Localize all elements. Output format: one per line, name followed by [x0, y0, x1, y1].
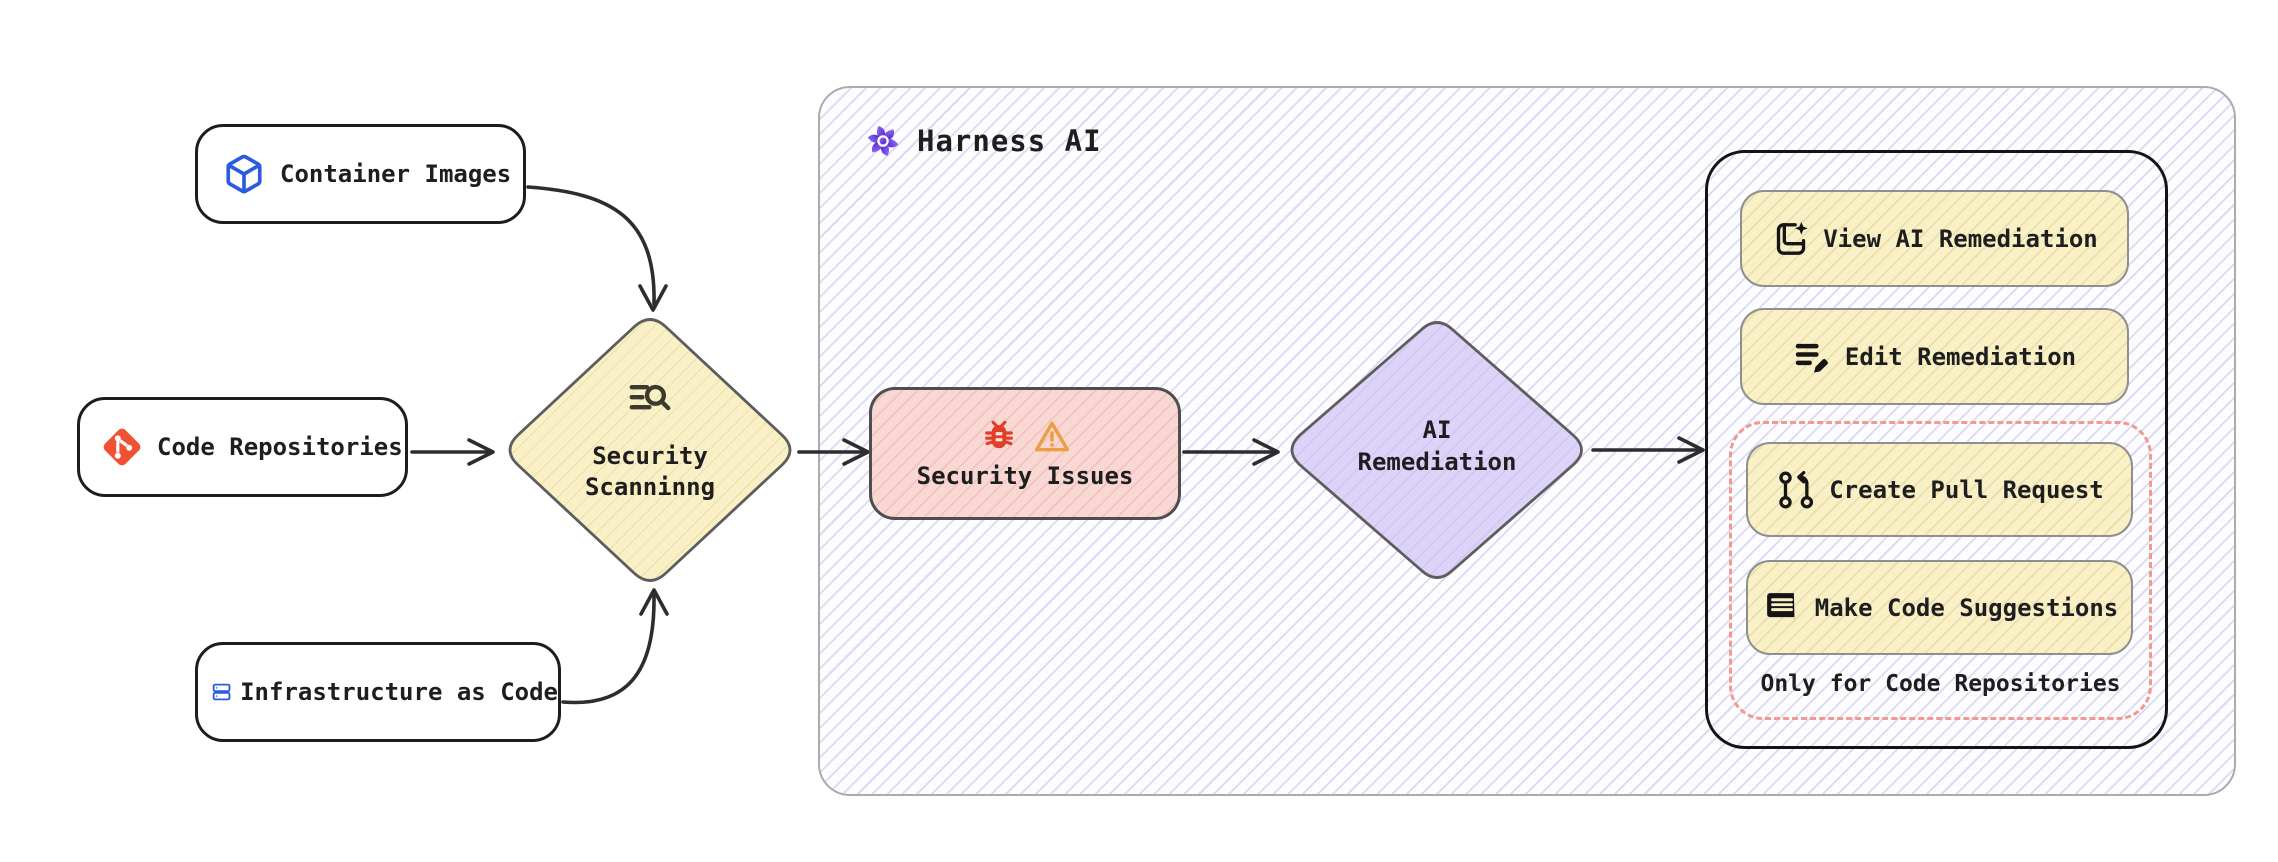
code-repo-only-zone: [1729, 421, 2152, 720]
server-icon: [212, 683, 231, 701]
security-scanning-label: Security Scanninng: [584, 442, 716, 501]
document-sparkle-icon: [1777, 221, 1808, 255]
ai-remediation-label: AI Remediation: [1357, 416, 1517, 476]
node-label: Container Images: [280, 160, 512, 188]
scan-search-icon: [626, 379, 674, 419]
pull-request-icon: [1779, 470, 1814, 508]
node-label: Security Issues: [916, 462, 1134, 490]
node-security-issues: Security Issues: [869, 387, 1181, 520]
cube-icon: [226, 154, 262, 194]
list-pencil-icon: [1795, 343, 1828, 373]
panel-title-label: Harness AI: [917, 124, 1102, 158]
node-label: Infrastructure as Code: [240, 678, 558, 706]
arrow-code-repositories-to-scanning: [410, 438, 495, 466]
warning-icon: [1034, 421, 1069, 452]
node-code-repositories: Code Repositories: [77, 397, 408, 497]
remediation-actions-panel: [1705, 150, 2168, 749]
arrow-infrastructure-to-scanning: [561, 588, 669, 705]
node-label: Code Repositories: [157, 433, 403, 461]
create-pull-request-button[interactable]: Create Pull Request: [1746, 442, 2133, 537]
bug-icon: [984, 420, 1013, 449]
git-icon: [103, 428, 141, 466]
security-issues-icons: [979, 417, 1072, 457]
arrow-container-images-to-scanning: [526, 185, 668, 312]
view-ai-remediation-button[interactable]: View AI Remediation: [1740, 190, 2129, 287]
harness-ai-logo-icon: [867, 126, 899, 156]
harness-ai-title: Harness AI: [860, 118, 1102, 164]
node-infrastructure-as-code: Infrastructure as Code: [195, 642, 561, 742]
node-container-images: Container Images: [195, 124, 526, 224]
make-code-suggestions-button[interactable]: Make Code Suggestions: [1746, 560, 2133, 655]
message-lines-icon: [1766, 592, 1795, 624]
code-repo-only-note: Only for Code Repositories: [1760, 671, 2121, 697]
edit-remediation-button[interactable]: Edit Remediation: [1740, 308, 2129, 405]
